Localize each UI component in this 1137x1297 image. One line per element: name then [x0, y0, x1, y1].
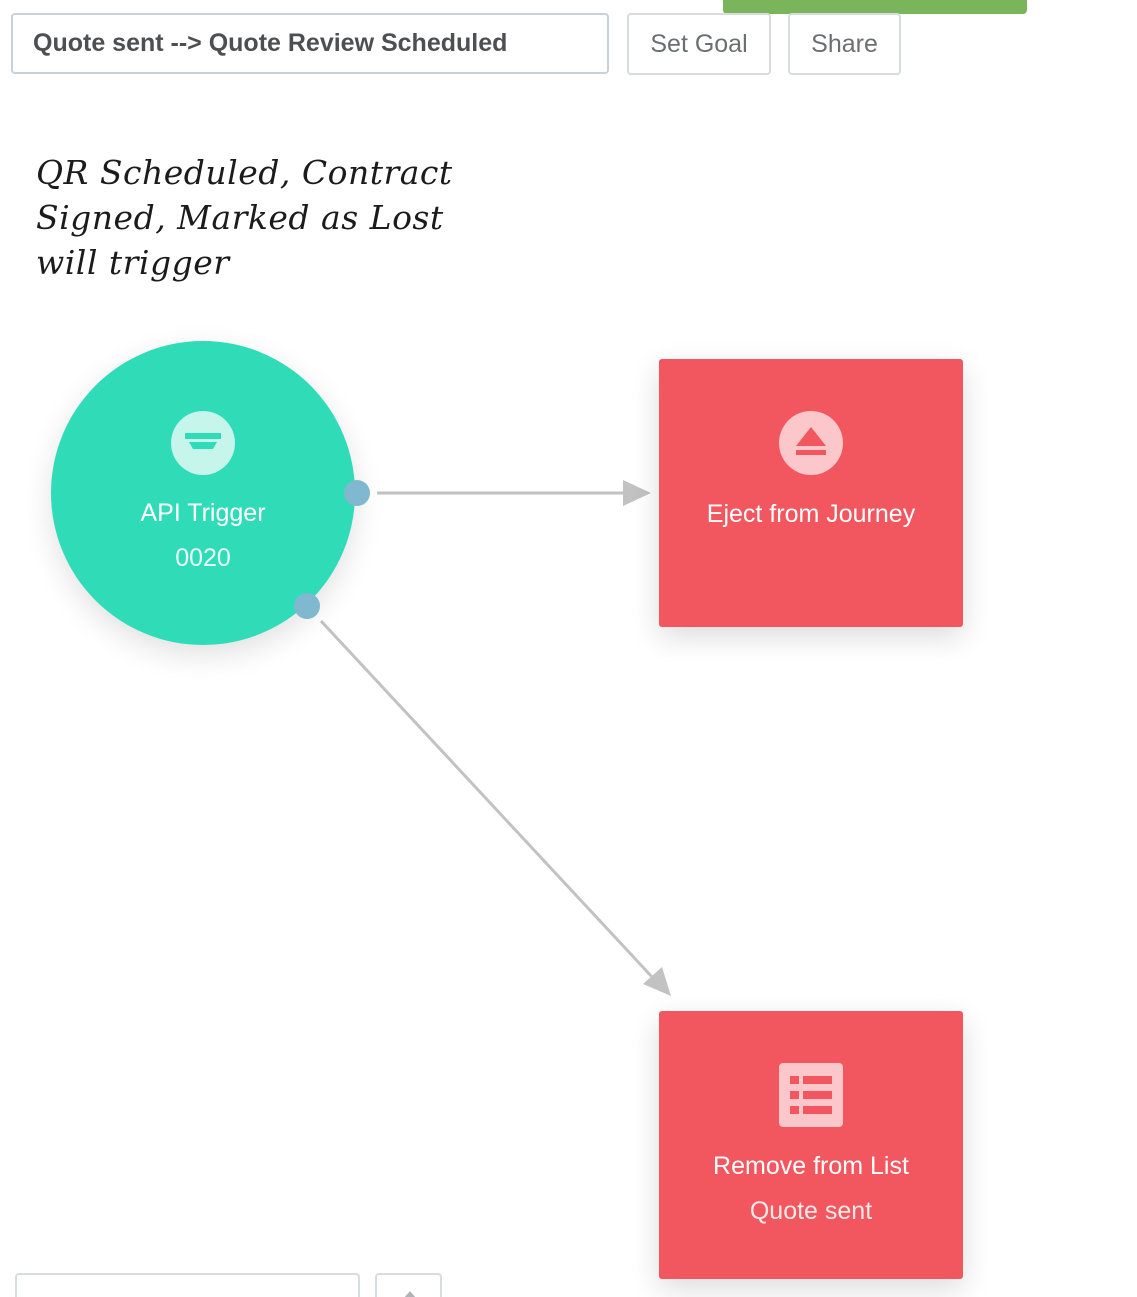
set-goal-button[interactable]: Set Goal [627, 13, 771, 75]
filter-icon [171, 411, 235, 475]
bottom-toggle-button[interactable] [375, 1273, 442, 1297]
canvas-note[interactable]: QR Scheduled, Contract Signed, Marked as… [36, 153, 453, 282]
remove-subtitle: Quote sent [749, 1197, 873, 1225]
trigger-subtitle: 0020 [175, 544, 231, 572]
remove-from-list-node[interactable]: Remove from List Quote sent [659, 1011, 963, 1279]
trigger-output-port-2[interactable] [294, 593, 320, 619]
trigger-output-port-1[interactable] [344, 480, 370, 506]
primary-action-button[interactable] [723, 0, 1027, 14]
share-button[interactable]: Share [788, 13, 901, 75]
bottom-select-field[interactable] [15, 1273, 360, 1297]
journey-name-input[interactable] [11, 13, 609, 74]
chevron-up-icon [404, 1291, 416, 1297]
connector-trigger-to-remove[interactable] [319, 619, 671, 996]
eject-from-journey-node[interactable]: Eject from Journey [659, 359, 963, 627]
list-icon [779, 1063, 843, 1127]
remove-title: Remove from List [713, 1152, 909, 1180]
eject-icon [779, 411, 843, 475]
connector-trigger-to-eject[interactable] [377, 480, 651, 506]
trigger-title: API Trigger [140, 499, 266, 527]
eject-title: Eject from Journey [706, 500, 916, 528]
